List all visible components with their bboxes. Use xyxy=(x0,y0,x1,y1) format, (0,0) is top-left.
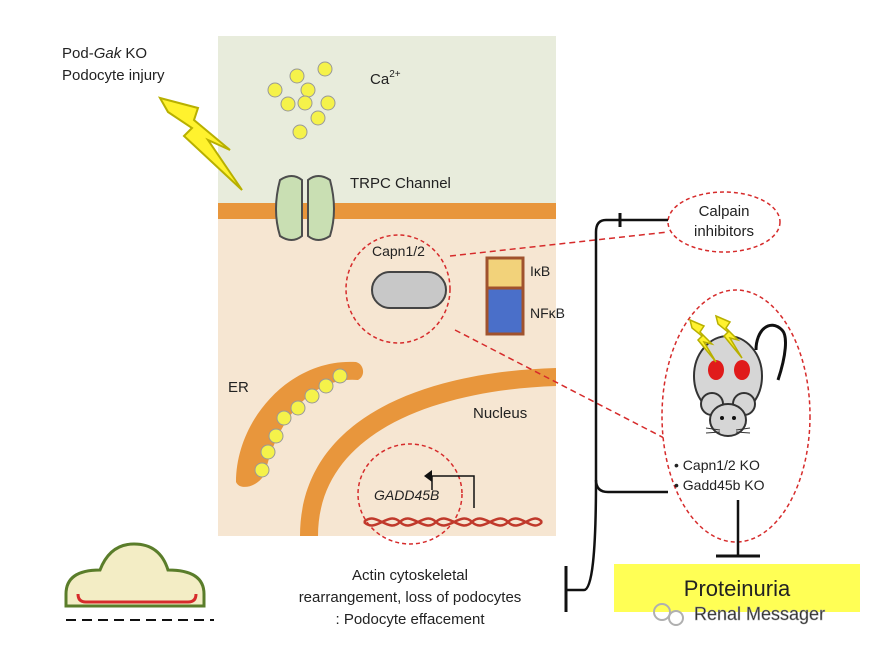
lightning-small-icon-left xyxy=(688,318,717,363)
dna-helix-icon xyxy=(363,517,543,527)
transcription-arrowhead xyxy=(424,470,432,482)
trigger-line2: Podocyte injury xyxy=(62,67,165,84)
calcium-ion xyxy=(310,110,326,126)
calpain-inhibitors-line1: Calpain xyxy=(699,203,750,220)
calpain-inhibitors-circle xyxy=(667,191,781,253)
calcium-ion xyxy=(300,82,316,98)
er-label: ER xyxy=(228,379,249,396)
calcium-ion xyxy=(276,410,292,426)
actin-cytoskeleton xyxy=(76,593,198,604)
watermark: Renal Messager xyxy=(653,603,825,626)
calcium-ion xyxy=(267,82,283,98)
ikb-box xyxy=(485,256,525,290)
bracket-to-outcome xyxy=(566,479,598,592)
gadd45b-label: GADD45B xyxy=(374,487,439,503)
watermark-text: Renal Messager xyxy=(694,604,825,624)
calcium-ion xyxy=(304,388,320,404)
trigger-line1: Pod-Gak KO xyxy=(62,45,147,62)
calcium-ion xyxy=(254,462,270,478)
calpain-inhibitors-line2: inhibitors xyxy=(694,223,754,240)
calcium-ion xyxy=(280,96,296,112)
outcome-line1: Actin cytoskeletal xyxy=(352,567,468,584)
mouse-tail xyxy=(754,323,787,381)
ikb-label: IκB xyxy=(530,263,550,279)
knockout-capn: • Capn1/2 KO xyxy=(674,457,760,473)
nfkb-label: NFκB xyxy=(530,305,565,321)
calcium-label: Ca2+ xyxy=(370,69,401,88)
calcium-ions xyxy=(267,61,336,140)
lightning-injury-icon xyxy=(157,96,243,191)
calcium-ion xyxy=(289,68,305,84)
calcium-ion xyxy=(317,61,333,77)
calcium-ion xyxy=(268,428,284,444)
kidney-left-icon xyxy=(708,360,724,380)
mouse-head xyxy=(709,403,747,437)
outcome-line2: rearrangement, loss of podocytes xyxy=(299,589,522,606)
transcription-arrow xyxy=(431,475,475,508)
capn-to-inhibitor-connector xyxy=(449,231,669,257)
proteinuria-box xyxy=(614,564,860,612)
extracellular-region xyxy=(218,36,556,206)
trpc-channel xyxy=(275,175,335,241)
calcium-ion xyxy=(320,95,336,111)
calcium-ion xyxy=(318,378,334,394)
calcium-ion xyxy=(297,95,313,111)
capn-protein xyxy=(371,271,447,309)
calcium-ion xyxy=(292,124,308,140)
effaced-podocyte-icon xyxy=(64,542,214,621)
lightning-small-icon-right xyxy=(714,314,743,359)
trpc-label: TRPC Channel xyxy=(350,175,451,192)
knockout-gadd45b: • Gadd45b KO xyxy=(674,477,765,493)
calcium-ion xyxy=(260,444,276,460)
capn-highlight-circle xyxy=(345,234,451,344)
gadd45b-highlight-circle xyxy=(357,443,463,545)
outcome-line3: : Podocyte effacement xyxy=(336,611,486,628)
podocyte-shape xyxy=(64,542,206,608)
nfkb-box xyxy=(485,286,525,336)
wechat-logo-icon xyxy=(653,603,671,621)
cell-membrane xyxy=(218,203,556,219)
capn-label: Capn1/2 xyxy=(372,243,425,259)
er-calcium-ions xyxy=(254,368,348,478)
kidney-right-icon xyxy=(734,360,750,380)
calcium-ion xyxy=(290,400,306,416)
nucleus-label: Nucleus xyxy=(473,405,527,422)
proteinuria-label: Proteinuria xyxy=(684,576,791,601)
calcium-ion xyxy=(332,368,348,384)
inhibition-bracket xyxy=(594,218,668,494)
nucleus-envelope xyxy=(300,368,556,536)
